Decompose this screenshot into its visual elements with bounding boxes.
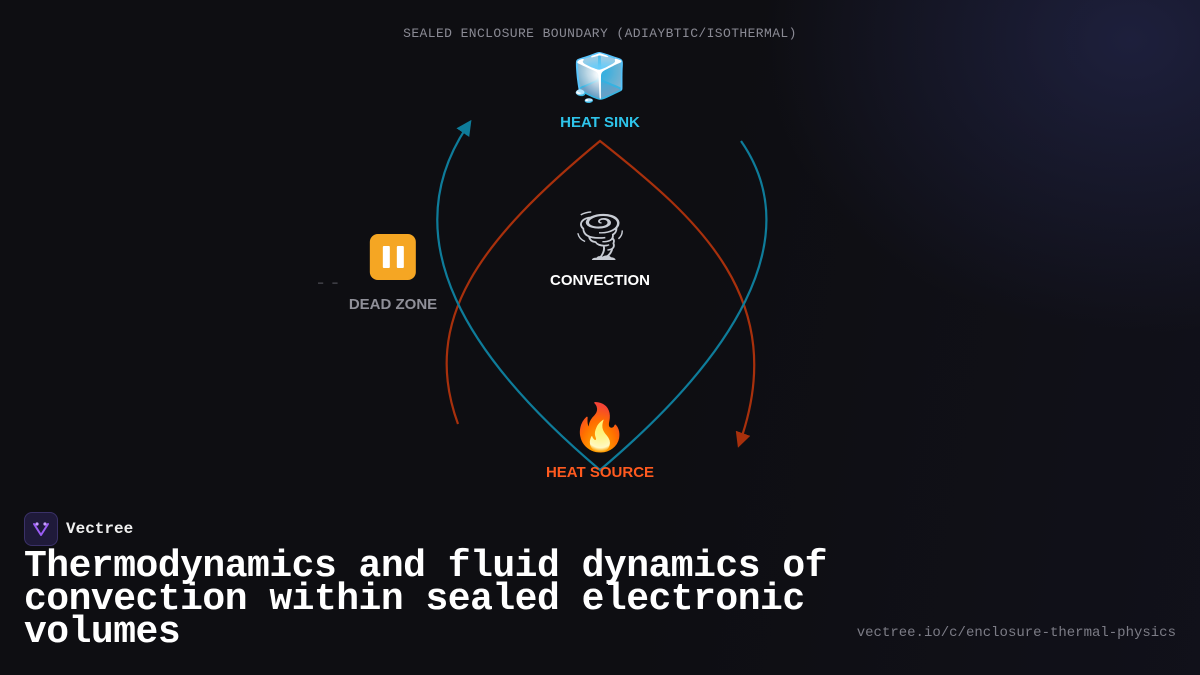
fire-icon: 🔥	[571, 400, 629, 454]
heat-source-label: HEAT SOURCE	[545, 464, 655, 481]
convection-label: CONVECTION	[549, 272, 651, 289]
ice-cube-icon: 🧊	[571, 50, 629, 104]
convection-node: 🌪 CONVECTION	[550, 212, 650, 289]
vectree-logo-icon	[24, 512, 58, 546]
hot-flow-path	[445, 139, 756, 448]
dead-zone-marker: – –	[317, 276, 339, 290]
heat-sink-node: 🧊 HEAT SINK	[560, 54, 640, 131]
dead-zone-node: DEAD ZONE	[349, 234, 437, 313]
page-title: Thermodynamics and fluid dynamics of con…	[24, 545, 827, 654]
dead-zone-label: DEAD ZONE	[348, 296, 438, 313]
brand-name: Vectree	[66, 520, 134, 538]
source-url[interactable]: vectree.io/c/enclosure-thermal-physics	[856, 625, 1176, 641]
enclosure-boundary-label: SEALED ENCLOSURE BOUNDARY (ADIAYBTIC/ISO…	[403, 26, 797, 41]
cool-flow-path	[436, 119, 768, 472]
brand[interactable]: Vectree	[24, 512, 133, 546]
pause-icon	[370, 234, 416, 280]
tornado-icon: 🌪	[569, 208, 631, 264]
heat-source-node: 🔥 HEAT SOURCE	[546, 404, 654, 481]
heat-sink-label: HEAT SINK	[560, 114, 640, 131]
